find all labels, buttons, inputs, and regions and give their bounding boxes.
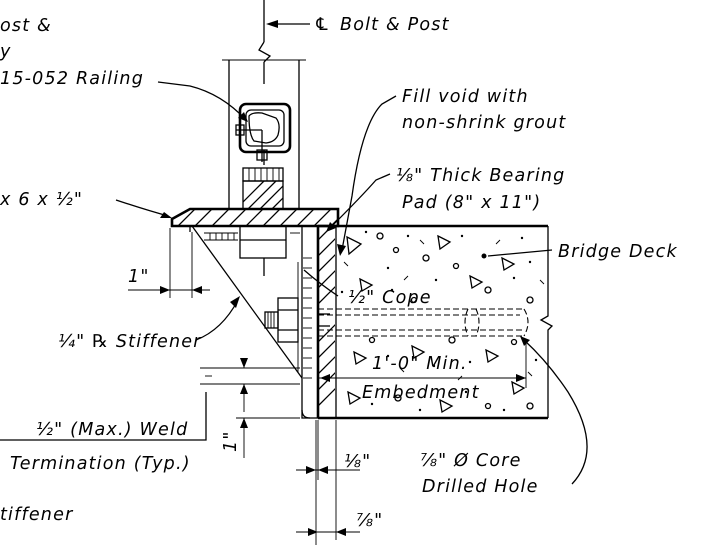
bridge-deck-slab — [318, 224, 554, 420]
label-bolt-post: Bolt & Post — [340, 15, 450, 35]
steel-angle — [297, 225, 320, 419]
anchor-nut-top — [242, 167, 284, 210]
label-centerline-symbol: ℄ — [314, 15, 331, 35]
label-fill-void-2: non-shrink grout — [402, 113, 566, 133]
label-plate-size: x 6 x ½" — [0, 190, 83, 210]
label-dim-seven-eighths: ⅞" — [356, 511, 383, 531]
label-railing: 15-052 Railing — [0, 69, 144, 89]
label-stiffener-bottom: tiffener — [0, 505, 74, 525]
label-dim-1in-vertical: 1" — [221, 430, 241, 452]
label-bridge-deck: Bridge Deck — [558, 242, 678, 262]
grout-void — [318, 226, 335, 407]
through-bolt — [264, 297, 330, 343]
label-min-length: 1'-0" Min. — [372, 354, 468, 374]
labels: ost & y 15-052 Railing ℄ Bolt & Post Fil… — [0, 15, 678, 531]
label-cope: ½" Cope — [348, 288, 432, 308]
label-bearing-pad-1: ⅛" Thick Bearing — [396, 166, 566, 186]
label-weld-1: ½" (Max.) Weld — [36, 420, 188, 440]
anchor-nut-bottom — [204, 225, 300, 276]
label-dim-1in: 1" — [128, 267, 150, 287]
railing-tube-section — [235, 102, 292, 162]
stiffener-plate — [189, 225, 303, 379]
label-top-left-2: y — [0, 42, 12, 62]
label-stiffener-plate: ¼" ℞ Stiffener — [58, 332, 202, 352]
label-fill-void-1: Fill void with — [402, 87, 529, 107]
railing-post — [222, 0, 306, 209]
label-core-1: ⅞" Ø Core — [420, 451, 522, 471]
label-embedment: Embedment — [362, 383, 480, 403]
core-drilled-hole — [318, 308, 529, 337]
label-dim-eighth: ⅛" — [344, 452, 371, 472]
dimension-lines — [0, 20, 588, 545]
label-bearing-pad-2: Pad (8" x 11") — [402, 193, 541, 213]
label-top-left-1: ost & — [0, 16, 52, 36]
label-core-2: Drilled Hole — [422, 477, 539, 497]
label-weld-2: Termination (Typ.) — [10, 454, 191, 474]
